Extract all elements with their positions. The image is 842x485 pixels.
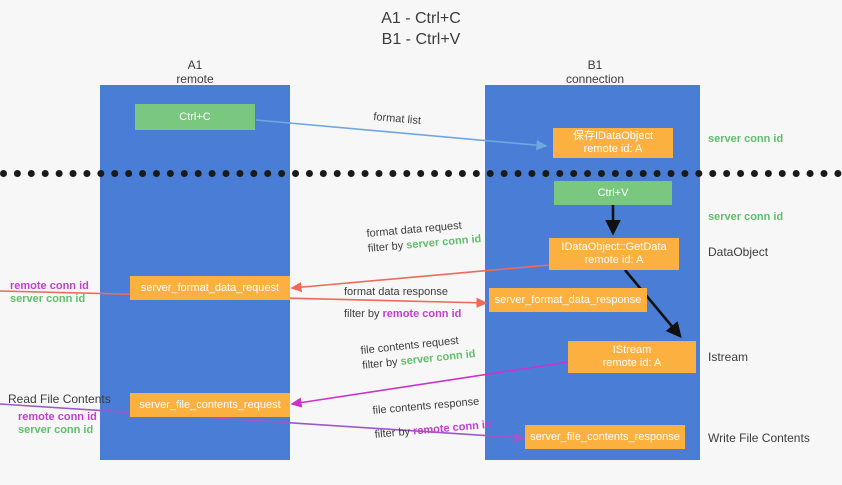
arrow-file-contents-request	[290, 361, 569, 408]
annotation-server-conn-id-left-2: server conn id	[18, 424, 94, 436]
node-server-file-contents-response[interactable]: server_file_contents_response	[525, 425, 685, 449]
column-header-b1-name: B1	[587, 58, 603, 72]
node-istream[interactable]: IStream remote id: A	[568, 341, 696, 373]
annotation-remote-conn-id-2: remote conn id	[18, 411, 97, 423]
annotation-dataobject: DataObject	[708, 245, 769, 259]
node-getdata-title: IDataObject::GetData	[561, 241, 667, 253]
node-idataobject-getdata[interactable]: IDataObject::GetData remote id: A	[549, 238, 679, 270]
edge-label-format-list-text: format list	[372, 110, 422, 128]
phase-separator	[0, 170, 842, 177]
arrow-file-contents-response	[0, 403, 526, 443]
edge-label-fmt-req-prefix: filter by	[367, 239, 407, 255]
annotation-write-file-contents: Write File Contents	[708, 431, 810, 445]
column-header-b1: B1 connection	[520, 58, 670, 86]
node-server-file-contents-response-label: server_file_contents_response	[530, 430, 680, 443]
node-ctrl-v[interactable]: Ctrl+V	[554, 181, 672, 205]
edge-label-file-resp-prefix: filter by	[374, 425, 414, 441]
annotation-server-conn-id-1: server conn id	[708, 133, 784, 145]
node-istream-subtitle: remote id: A	[602, 357, 662, 369]
title-line-2: B1 - Ctrl+V	[381, 31, 461, 48]
annotation-server-conn-id-left-1: server conn id	[10, 293, 86, 305]
edge-label-fmt-resp-highlight: remote conn id	[382, 308, 462, 320]
node-server-format-data-request[interactable]: server_format_data_request	[130, 276, 290, 300]
arrow-format-data-request	[290, 264, 550, 293]
node-ctrl-c[interactable]: Ctrl+C	[135, 104, 255, 130]
column-header-a1-name: A1	[187, 58, 203, 72]
annotation-read-file-contents: Read File Contents	[8, 392, 111, 406]
annotation-istream: Istream	[708, 350, 749, 364]
edge-label-fmt-resp-prefix: filter by	[344, 308, 383, 320]
arrow-format-list	[255, 119, 548, 151]
arrow-getdata-to-istream	[624, 269, 682, 338]
node-getdata-subtitle: remote id: A	[584, 254, 644, 266]
node-server-file-contents-request[interactable]: server_file_contents_request	[130, 393, 290, 417]
node-server-format-data-request-label: server_format_data_request	[140, 281, 280, 294]
title-line-1: A1 - Ctrl+C	[381, 10, 461, 27]
node-server-file-contents-request-label: server_file_contents_request	[139, 398, 281, 411]
node-ctrl-c-label: Ctrl+C	[179, 110, 211, 123]
column-header-a1: A1 remote	[120, 58, 270, 86]
edge-label-fmt-resp-line1: format data response	[344, 286, 448, 298]
annotation-server-conn-id-2: server conn id	[708, 211, 784, 223]
node-server-format-data-response-label: server_format_data_response	[494, 293, 642, 306]
node-save-idataobject-subtitle: remote id: A	[583, 143, 643, 155]
edge-label-file-req-prefix: filter by	[361, 355, 402, 372]
node-istream-title: IStream	[612, 344, 652, 356]
column-header-b1-sub: connection	[565, 72, 625, 86]
page-title: A1 - Ctrl+C B1 - Ctrl+V	[0, 8, 842, 50]
node-server-format-data-response[interactable]: server_format_data_response	[489, 288, 647, 312]
annotation-remote-conn-id-1: remote conn id	[10, 280, 89, 292]
node-save-idataobject-title: 保存IDataObject	[572, 130, 654, 142]
column-header-a1-sub: remote	[176, 72, 214, 86]
node-ctrl-v-label: Ctrl+V	[597, 186, 629, 199]
edge-label-format-data-response: format data response filter by remote co…	[344, 285, 461, 322]
node-save-idataobject[interactable]: 保存IDataObject remote id: A	[553, 128, 673, 158]
